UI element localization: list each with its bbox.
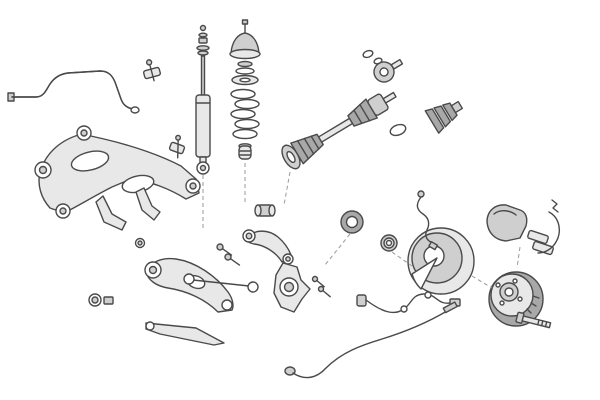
shaft-seal (340, 210, 364, 234)
pad-spring-clip (551, 199, 559, 213)
brake-hose (416, 190, 439, 251)
washer (134, 237, 146, 249)
cv-joint (373, 58, 404, 83)
wheel-knuckle (273, 262, 311, 313)
brake-pads (527, 229, 554, 256)
brake-backing-plate (407, 227, 475, 295)
bushing-and-nut (88, 293, 114, 307)
stabilizer-clamp-upper (142, 59, 162, 82)
coil-spring (230, 88, 260, 140)
spring-link (145, 321, 225, 346)
boot-clamp-ring (389, 123, 407, 137)
mounting-bolts (216, 243, 241, 266)
brake-disc (488, 271, 544, 327)
retaining-rings (362, 49, 383, 65)
toe-link (183, 273, 259, 293)
brake-caliper (486, 204, 528, 242)
knuckle-bolts (311, 275, 331, 298)
abs-sensor-cable (356, 291, 461, 314)
pivot-bushing (254, 204, 276, 217)
cv-boot (424, 100, 464, 134)
stabilizer-bar (7, 70, 140, 114)
caliper-bracket (537, 211, 561, 254)
parking-brake-cable (284, 301, 458, 379)
leader-lines (202, 163, 521, 289)
stabilizer-clamp-lower (168, 134, 186, 159)
shock-absorber (195, 24, 211, 175)
strut-mount (229, 19, 261, 60)
drive-shaft (281, 91, 397, 170)
axle-bolt (515, 311, 552, 329)
spring-seat-washers (231, 60, 259, 86)
bump-stop (238, 143, 252, 160)
hub-nut (380, 234, 398, 252)
upper-control-arm (242, 229, 294, 265)
subframe (34, 125, 201, 231)
lower-control-arm (144, 257, 234, 313)
